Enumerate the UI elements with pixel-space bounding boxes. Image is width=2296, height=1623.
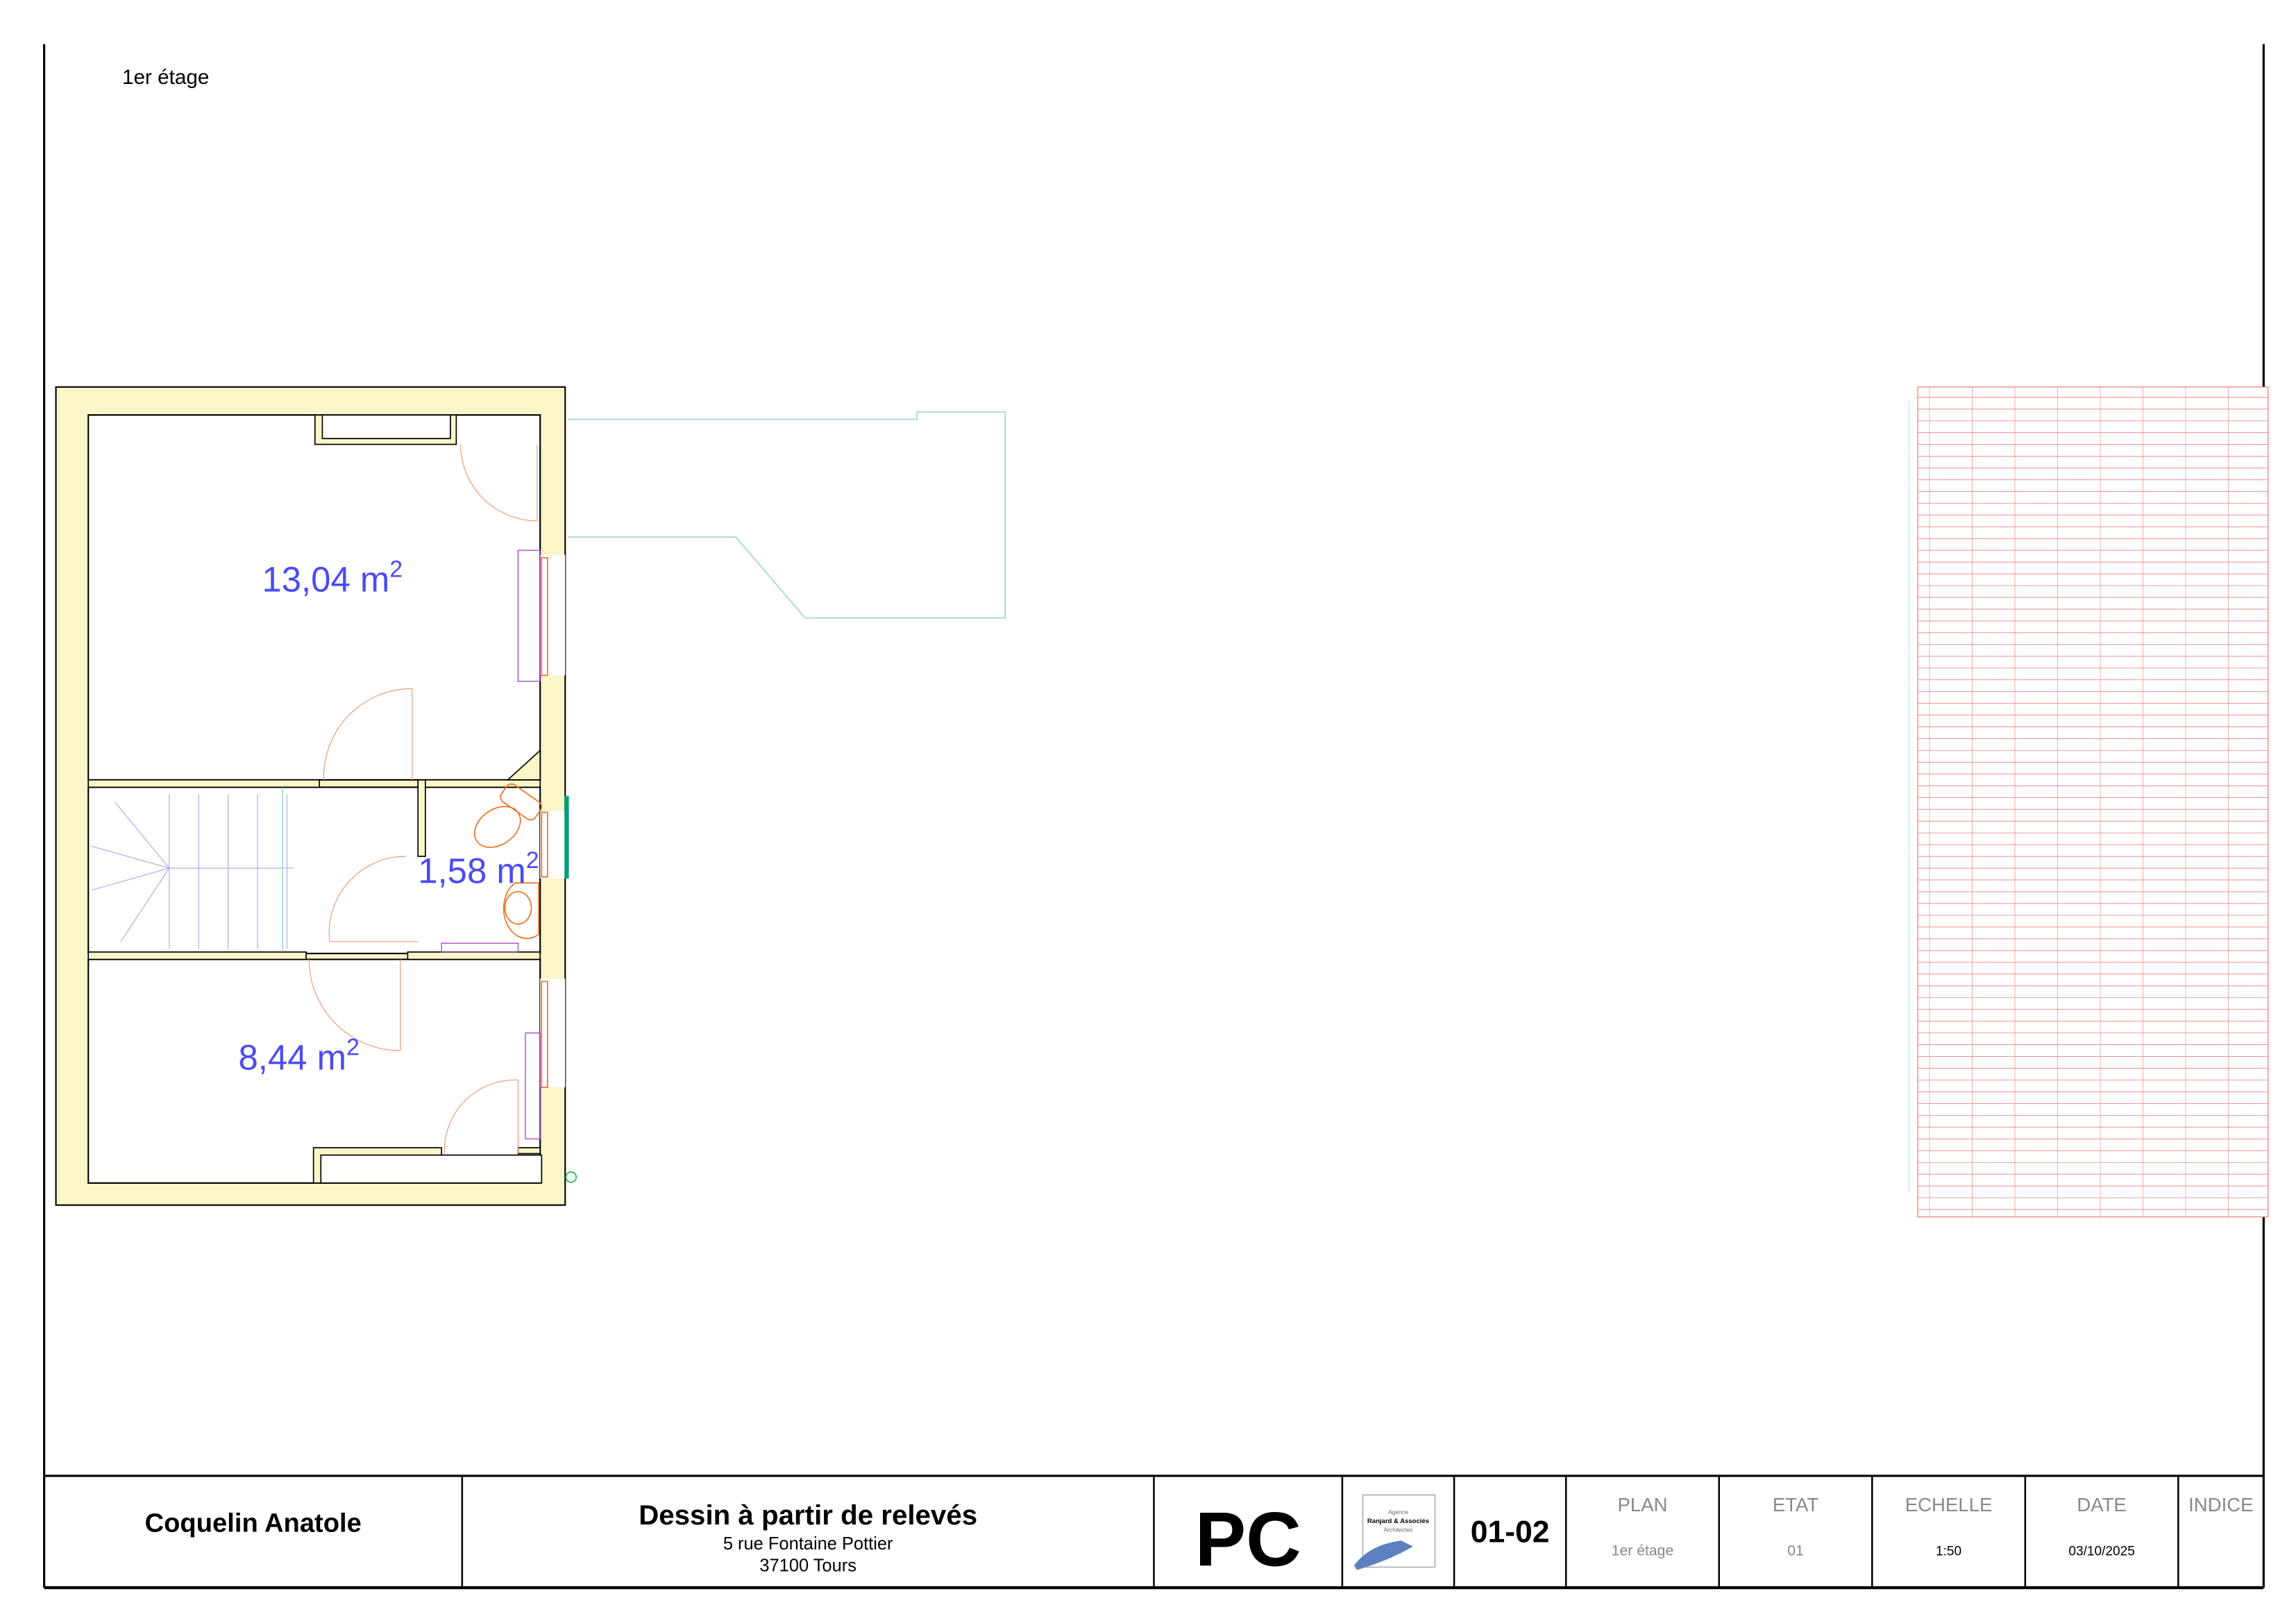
plan-label: PLAN [1618, 1494, 1668, 1515]
window [541, 556, 548, 1088]
echelle-label: ECHELLE [1905, 1494, 1993, 1515]
indice-label: INDICE [2188, 1494, 2253, 1515]
address-line-1: 5 rue Fontaine Pottier [723, 1534, 893, 1554]
radiator [441, 550, 541, 1139]
terrace-outline [568, 411, 1006, 619]
project-title: Dessin à partir de relevés [639, 1499, 977, 1531]
title-block: Coquelin Anatole Dessin à partir de rele… [44, 1475, 2264, 1590]
room-stair-hall [87, 786, 541, 955]
svg-text:Architectes: Architectes [1384, 1526, 1413, 1533]
door-swings [308, 444, 538, 1154]
room-bedroom-2 [87, 958, 541, 1184]
room-area-label: 13,04 m2 [262, 556, 403, 599]
level-label: 1er étage [122, 66, 209, 89]
echelle-value: 1:50 [1936, 1544, 1961, 1558]
sheet-number: 01-02 [1471, 1515, 1550, 1549]
toilet-icon [473, 783, 543, 848]
room-bedroom-1 [87, 414, 541, 781]
room-area-label: 8,44 m2 [239, 1034, 360, 1077]
roof-tiles [1908, 386, 2269, 1218]
phase-label: PC [1195, 1497, 1301, 1582]
svg-text:Ranjard & Associés: Ranjard & Associés [1367, 1518, 1429, 1525]
sink-icon [503, 882, 539, 940]
etat-label: ETAT [1773, 1494, 1818, 1515]
agency-logo: Agence Ranjard & Associés Architectes [1353, 1494, 1436, 1570]
address-line-2: 37100 Tours [759, 1556, 856, 1576]
staircase [91, 794, 295, 949]
date-label: DATE [2077, 1494, 2126, 1515]
floor-plan: 13,04 m2 1,58 m2 8,44 m2 [55, 386, 1006, 1206]
room-area-label: 1,58 m2 [418, 847, 539, 890]
etat-value: 01 [1787, 1543, 1804, 1558]
client-name: Coquelin Anatole [145, 1508, 362, 1538]
plan-value: 1er étage [1612, 1543, 1674, 1558]
date-value: 03/10/2025 [2068, 1544, 2134, 1558]
svg-text:Agence: Agence [1388, 1509, 1408, 1515]
